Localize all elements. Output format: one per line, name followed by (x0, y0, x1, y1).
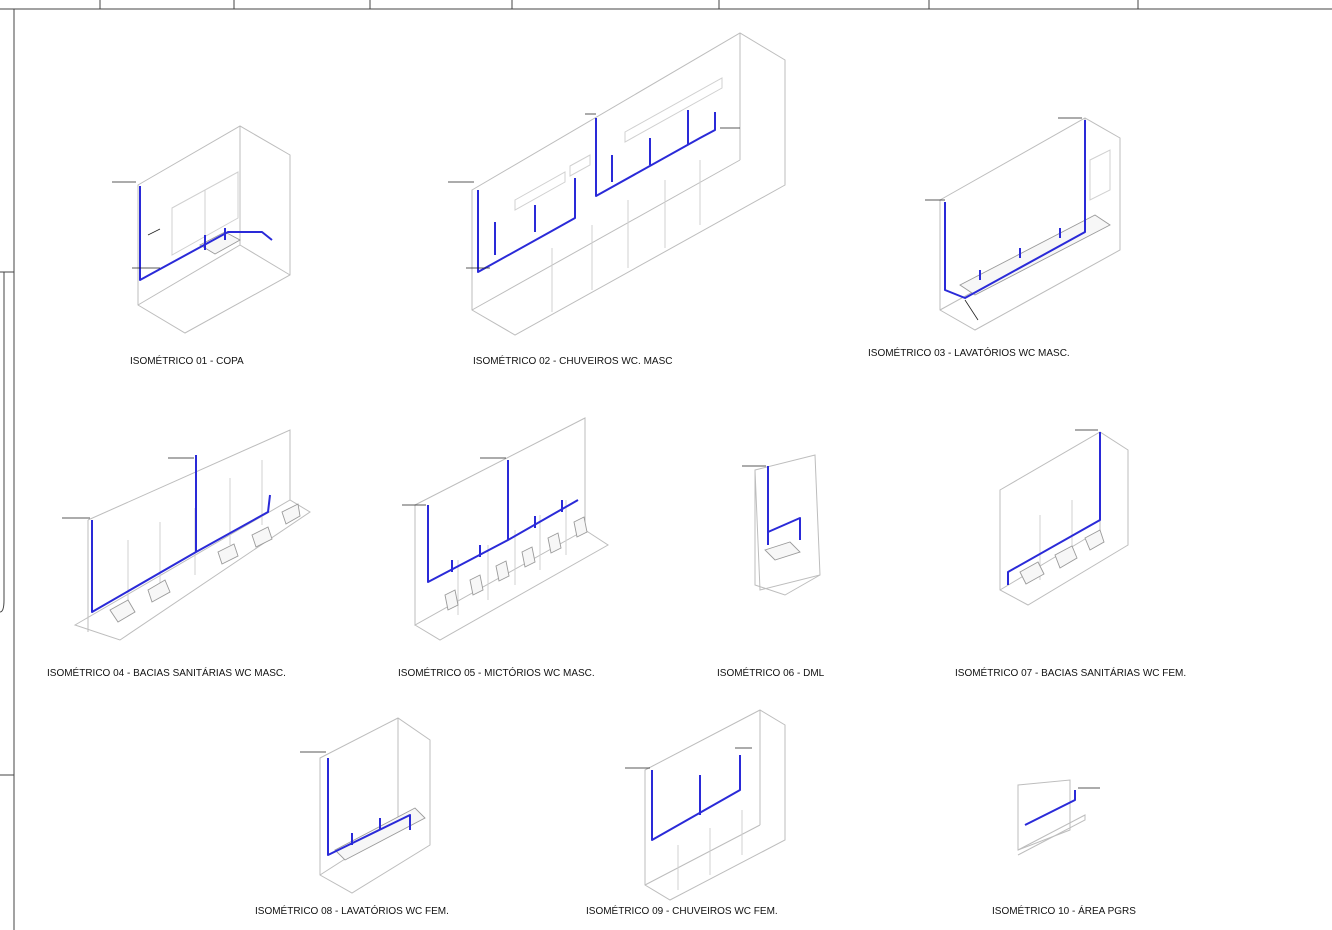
label-isometrico-09: ISOMÉTRICO 09 - CHUVEIROS WC FEM. (586, 904, 778, 917)
isometric-01-copa (112, 125, 291, 334)
isometric-05-mictorios-wc-masc (402, 417, 609, 641)
label-isometrico-08: ISOMÉTRICO 08 - LAVATÓRIOS WC FEM. (255, 904, 449, 917)
label-isometrico-07: ISOMÉTRICO 07 - BACIAS SANITÁRIAS WC FEM… (955, 666, 1186, 679)
isometric-02-chuveiros-wc-masc (448, 32, 786, 336)
label-isometrico-03: ISOMÉTRICO 03 - LAVATÓRIOS WC MASC. (868, 346, 1070, 359)
isometric-03-lavatorios-wc-masc (925, 117, 1121, 331)
label-isometrico-10: ISOMÉTRICO 10 - ÁREA PGRS (992, 904, 1136, 917)
isometric-10-area-pgrs (1017, 779, 1100, 856)
isometric-06-dml (742, 454, 821, 596)
label-isometrico-02: ISOMÉTRICO 02 - CHUVEIROS WC. MASC (473, 354, 672, 367)
isometric-08-lavatorios-wc-fem (300, 717, 431, 894)
isometric-07-bacias-sanitarias-wc-fem (999, 429, 1129, 606)
label-isometrico-06: ISOMÉTRICO 06 - DML (717, 666, 825, 679)
label-isometrico-04: ISOMÉTRICO 04 - BACIAS SANITÁRIAS WC MAS… (47, 666, 286, 679)
label-isometrico-01: ISOMÉTRICO 01 - COPA (130, 354, 244, 367)
isometric-04-bacias-sanitarias-wc-masc (62, 429, 311, 641)
isometric-09-chuveiros-wc-fem (625, 709, 786, 901)
label-isometrico-05: ISOMÉTRICO 05 - MICTÓRIOS WC MASC. (398, 666, 595, 679)
